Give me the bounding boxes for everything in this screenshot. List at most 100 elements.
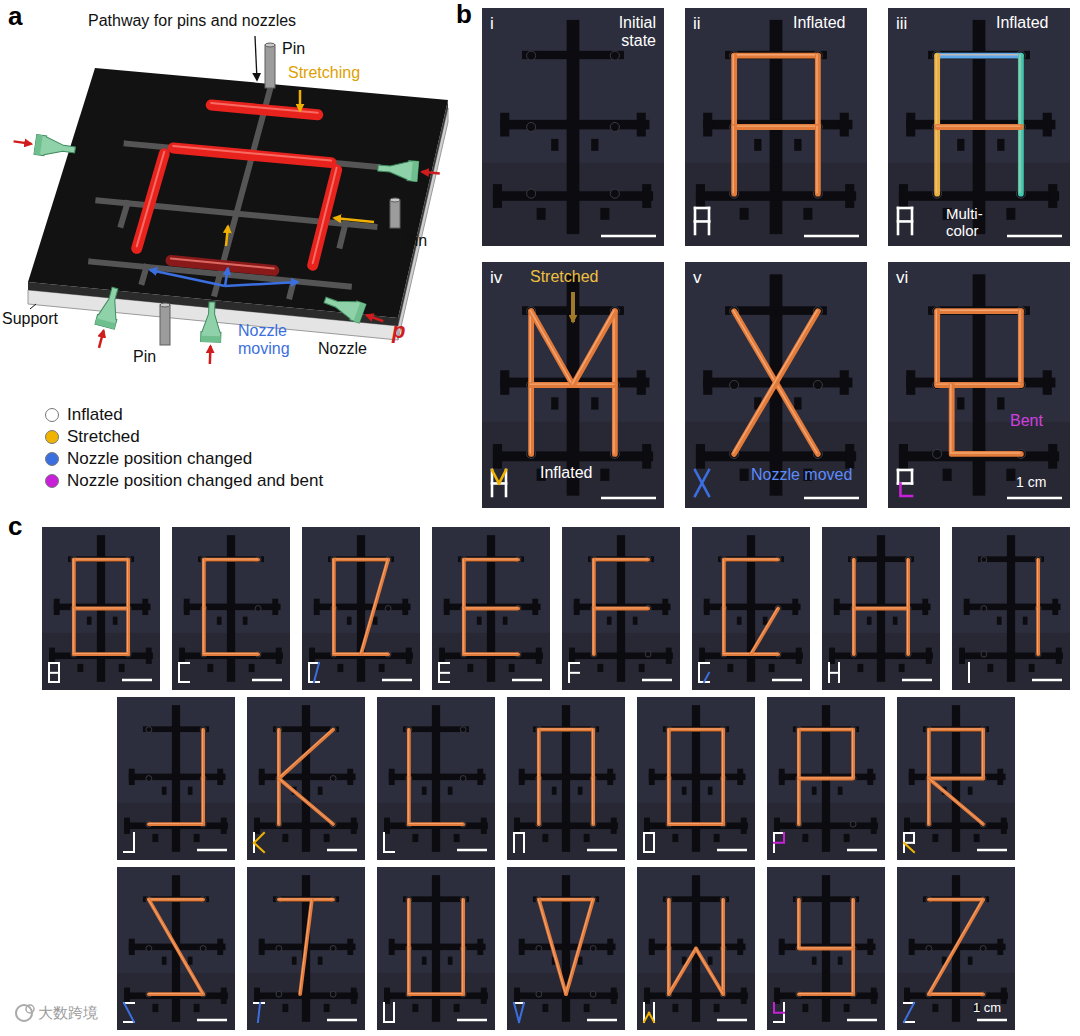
- tube-highlight: [333, 559, 334, 608]
- support-frame: [644, 823, 748, 830]
- tube-highlight: [278, 778, 279, 824]
- support-frame: [249, 664, 255, 672]
- support-frame: [607, 939, 613, 955]
- photo-background: [377, 697, 495, 860]
- support-frame: [412, 1004, 418, 1012]
- tube: [852, 560, 856, 609]
- icon-stroke: [773, 843, 775, 852]
- tube: [734, 311, 818, 454]
- subpanel-numeral: v: [693, 268, 702, 288]
- tube-highlight: [408, 823, 462, 824]
- support-frame: [1023, 617, 1028, 625]
- tube-highlight: [907, 559, 908, 608]
- support-frame: [1043, 113, 1052, 137]
- tube-highlight: [722, 948, 723, 994]
- tube-highlight: [592, 729, 593, 778]
- tube-highlight: [928, 777, 982, 778]
- icon-stroke: [124, 851, 134, 853]
- support-frame: [259, 769, 265, 785]
- tube-highlight: [982, 729, 983, 778]
- support-frame: [584, 834, 590, 842]
- support-frame: [129, 769, 135, 785]
- nozzle: [34, 135, 76, 160]
- annotation-label: Multi- color: [946, 205, 1002, 240]
- support-frame: [611, 988, 617, 1004]
- legend-entry: Stretched: [45, 426, 323, 448]
- support-frame: [500, 120, 649, 130]
- support-frame: [351, 988, 357, 1004]
- scale-bar: [327, 1019, 357, 1022]
- support-frame: [54, 599, 60, 615]
- tube: [126, 609, 130, 655]
- legend-swatch: [45, 430, 59, 444]
- photo-background: [822, 527, 940, 690]
- support-frame: [500, 370, 509, 395]
- support-frame: [551, 397, 558, 409]
- scale-bar: [902, 679, 932, 682]
- tube: [667, 730, 671, 779]
- support-frame: [741, 988, 747, 1004]
- tube: [734, 311, 818, 454]
- tube: [667, 949, 671, 995]
- tube: [279, 898, 333, 902]
- support-frame: [384, 993, 488, 1000]
- support-frame: [500, 113, 509, 137]
- support-frame: [578, 957, 583, 965]
- support-frame: [422, 957, 427, 965]
- tube-highlight: [852, 899, 853, 948]
- icon-stroke: [900, 483, 912, 496]
- support-frame: [987, 664, 993, 672]
- support-frame: [796, 648, 802, 664]
- pin: [330, 776, 336, 782]
- tube-highlight: [202, 729, 203, 778]
- support-frame: [714, 834, 720, 842]
- support-frame: [574, 604, 671, 611]
- tube-highlight: [73, 559, 127, 560]
- legend: InflatedStretchedNozzle position changed…: [45, 404, 323, 492]
- support-frame: [899, 184, 908, 208]
- support-frame: [708, 957, 713, 965]
- panel-letter: a: [8, 2, 22, 32]
- icon-stroke: [898, 207, 912, 210]
- support-frame: [389, 769, 395, 785]
- support-frame: [179, 648, 185, 664]
- pin: [980, 946, 986, 952]
- support-frame: [867, 769, 873, 785]
- support-frame: [439, 653, 543, 660]
- support-frame: [591, 397, 598, 409]
- support-frame: [532, 599, 538, 615]
- support-frame: [54, 604, 151, 611]
- letter-icon: [384, 833, 394, 852]
- photo-background: [685, 8, 867, 246]
- support-frame: [696, 191, 856, 201]
- icon-stroke: [514, 1003, 519, 1022]
- support-frame: [779, 769, 785, 785]
- icon-stroke: [254, 1002, 264, 1004]
- support-frame: [704, 604, 801, 611]
- stretch-arrow: [299, 90, 302, 111]
- plate: [28, 68, 448, 318]
- support-frame: [152, 1004, 158, 1012]
- support-frame: [519, 944, 616, 951]
- legend-entry: Inflated: [45, 404, 323, 426]
- support-frame: [403, 896, 469, 902]
- nozzle-hub: [354, 302, 366, 323]
- photo-panel: [562, 527, 680, 690]
- letter-icon: [49, 663, 59, 682]
- pin: [146, 776, 152, 782]
- support-frame: [514, 823, 618, 830]
- support-frame: [838, 957, 843, 965]
- scale-bar: [587, 1019, 617, 1022]
- support-frame: [314, 604, 411, 611]
- pin: [536, 946, 542, 952]
- icon-stroke: [695, 207, 709, 210]
- support-frame: [904, 988, 910, 1004]
- nozzle-move-arrow: [225, 268, 228, 286]
- support-frame: [708, 787, 713, 795]
- icon-stroke: [698, 663, 700, 673]
- tube-highlight: [300, 899, 312, 994]
- tube: [204, 558, 258, 562]
- tube-highlight: [936, 310, 1020, 311]
- support-frame: [493, 184, 502, 208]
- support-frame: [644, 988, 650, 1004]
